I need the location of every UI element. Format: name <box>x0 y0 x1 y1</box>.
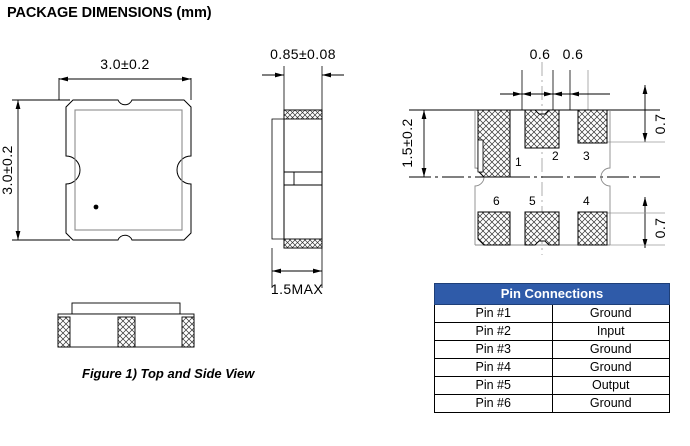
top-view-width-label: 3.0±0.2 <box>100 56 149 72</box>
pin-number-cell: Pin #3 <box>434 340 553 359</box>
side-view-lid <box>71 302 181 315</box>
pin-number-cell: Pin #6 <box>434 394 553 413</box>
footprint-pad-width-label-2: 0.6 <box>563 46 584 62</box>
footprint-pad-width-dimension: 0.6 0.6 <box>500 46 610 97</box>
footprint-span-label: 1.5±0.2 <box>399 118 415 167</box>
end-view-depth-dimension: 1.5MAX <box>271 248 323 297</box>
side-view-pad-left <box>57 316 71 348</box>
top-view-width-dimension: 3.0±0.2 <box>58 56 192 100</box>
footprint-pad-number-1: 1 <box>515 155 522 169</box>
pin-function-cell: Input <box>551 322 670 341</box>
footprint-pad-number-3: 3 <box>583 149 590 163</box>
pin-function-cell: Output <box>551 376 670 395</box>
end-view-witness-bracket <box>271 118 284 240</box>
figure-caption: Figure 1) Top and Side View <box>82 366 255 381</box>
footprint-pad-5 <box>524 211 560 246</box>
footprint-edge-gap-dimension-bottom: 0.7 <box>600 197 668 248</box>
end-view-group: 0.85±0.08 1.5MAX <box>262 46 344 297</box>
footprint-pad-number-5: 5 <box>529 194 536 208</box>
top-view-height-label: 3.0±0.2 <box>0 145 15 194</box>
top-view-height-dimension: 3.0±0.2 <box>0 99 70 241</box>
page-title: PACKAGE DIMENSIONS (mm) <box>7 5 212 21</box>
footprint-pad-width-label-1: 0.6 <box>530 46 551 62</box>
footprint-pad-4 <box>577 211 608 246</box>
end-view-pad-top <box>283 109 323 120</box>
end-view-body <box>283 109 323 249</box>
package-outline-top <box>65 99 192 241</box>
footprint-pad-number-4: 4 <box>583 194 590 208</box>
pin-number-cell: Pin #5 <box>434 376 553 395</box>
pin-function-cell: Ground <box>551 304 670 323</box>
side-view-pad-right <box>181 316 195 348</box>
pin-1-marker-dot <box>93 204 99 210</box>
pin-number-cell: Pin #1 <box>434 304 553 323</box>
package-lid-outline <box>74 109 183 231</box>
end-view-pad-bottom <box>283 238 323 249</box>
footprint-edge-gap-label-bottom: 0.7 <box>652 218 668 239</box>
footprint-edge-gap-dimension-top: 0.7 <box>600 85 668 143</box>
pin-function-cell: Ground <box>551 358 670 377</box>
footprint-pad-2 <box>524 109 560 149</box>
pin-number-cell: Pin #4 <box>434 358 553 377</box>
footprint-view-group: 0.6 0.6 1.5±0.2 0.7 <box>399 46 668 255</box>
footprint-edge-gap-label-top: 0.7 <box>652 114 668 135</box>
pin-function-cell: Ground <box>551 394 670 413</box>
pin-function-cell: Ground <box>551 340 670 359</box>
end-view-thickness-label: 0.85±0.08 <box>270 46 336 62</box>
end-view-depth-label: 1.5MAX <box>271 281 323 297</box>
footprint-pad-3 <box>577 109 608 144</box>
footprint-pad-number-6: 6 <box>493 194 500 208</box>
top-view-group: 3.0±0.2 3.0±0.2 <box>0 56 192 241</box>
pin-number-cell: Pin #2 <box>434 322 553 341</box>
side-view-pad-center <box>117 316 136 348</box>
side-view-group <box>57 302 195 348</box>
pin-connections-table-header: Pin Connections <box>434 283 670 305</box>
footprint-pad-number-2: 2 <box>552 149 559 163</box>
footprint-pad-6 <box>477 211 511 246</box>
